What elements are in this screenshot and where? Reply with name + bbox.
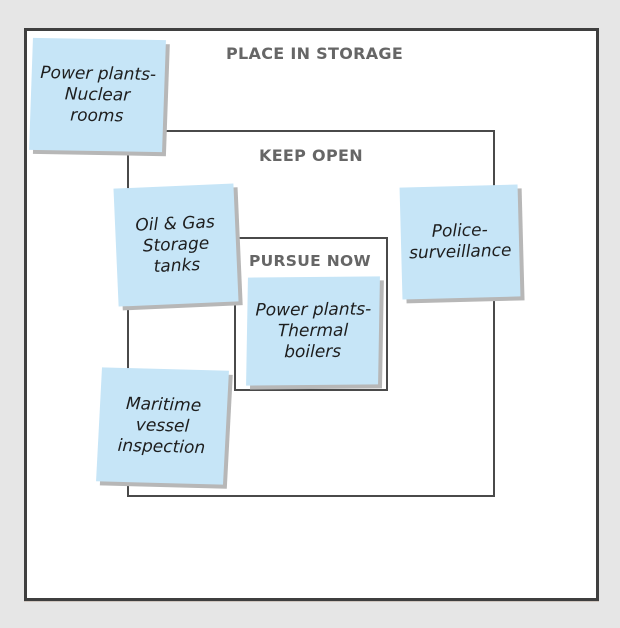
sticky-note-text: Oil & Gas Storage tanks xyxy=(134,211,216,277)
sticky-note-text: Power plants- Thermal boilers xyxy=(255,298,372,362)
sticky-note-text: Power plants- Nuclear rooms xyxy=(40,62,157,126)
sticky-note-oil-gas-tanks[interactable]: Oil & Gas Storage tanks xyxy=(113,183,239,307)
sticky-note-maritime-inspection[interactable]: Maritime vessel inspection xyxy=(96,367,229,485)
zone-pursue-now xyxy=(234,237,388,391)
zone-label-place-in-storage: PLACE IN STORAGE xyxy=(226,44,404,63)
sticky-note-thermal-boilers[interactable]: Power plants- Thermal boilers xyxy=(246,276,380,386)
zone-label-keep-open: KEEP OPEN xyxy=(259,146,363,165)
zone-label-pursue-now: PURSUE NOW xyxy=(249,252,371,270)
sticky-note-police-surveillance[interactable]: Police- surveillance xyxy=(399,184,521,300)
sticky-note-nuclear-rooms[interactable]: Power plants- Nuclear rooms xyxy=(29,37,166,153)
sticky-note-text: Maritime vessel inspection xyxy=(117,393,206,458)
sticky-note-text: Police- surveillance xyxy=(408,220,512,264)
zone-keep-open xyxy=(127,130,495,497)
